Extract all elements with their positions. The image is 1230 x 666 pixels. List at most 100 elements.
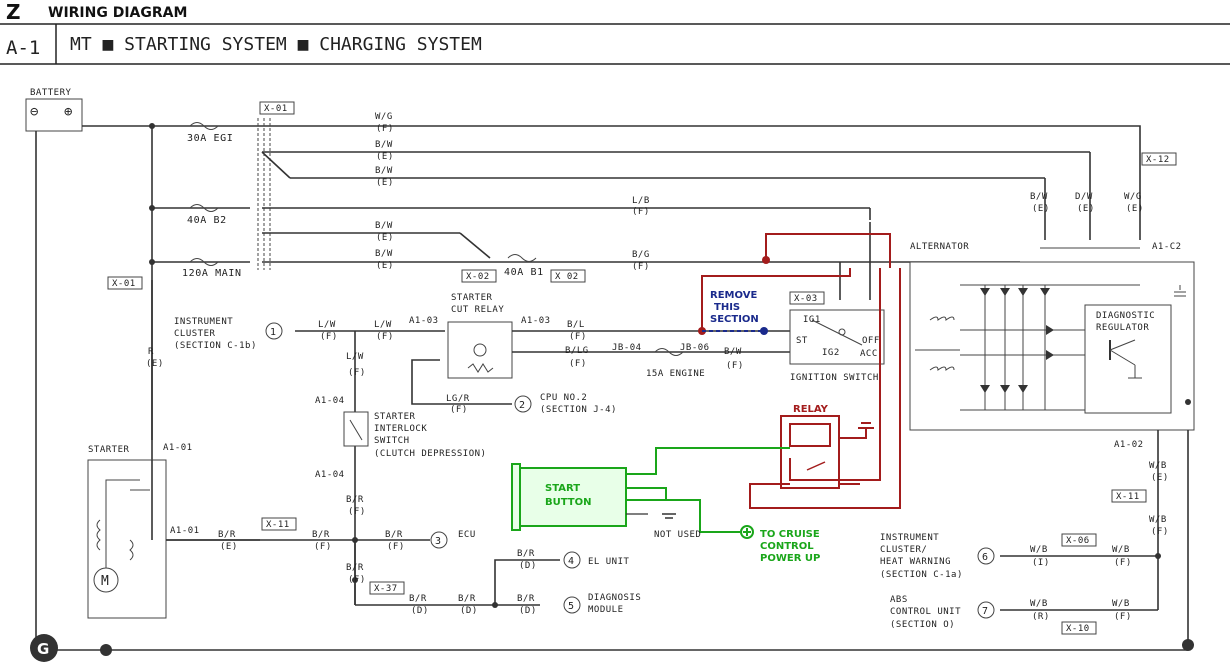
battery-minus-icon: ⊖ bbox=[30, 104, 39, 120]
wire-lw: L/W bbox=[374, 320, 392, 330]
wire-e: (E) bbox=[220, 542, 238, 552]
conn-x10: X-10 bbox=[1066, 624, 1090, 634]
wire-wb: W/B bbox=[1149, 515, 1167, 525]
wire-br: B/R bbox=[346, 495, 364, 505]
off-label: OFF bbox=[862, 336, 880, 346]
wire-labels: W/G (F) B/W (E) B/W (E) L/B (F) B/W (E) … bbox=[146, 112, 1169, 622]
wire-br: B/R bbox=[312, 530, 330, 540]
conn-x11-starter: X-11 bbox=[266, 520, 290, 530]
wire-r: (R) bbox=[1032, 612, 1050, 622]
battery: BATTERY ⊖ ⊕ bbox=[25, 88, 83, 132]
wire-lw: L/W bbox=[346, 352, 364, 362]
wire-i: (I) bbox=[1032, 558, 1050, 568]
starter-label: STARTER bbox=[88, 445, 130, 455]
inst-heat-label: HEAT WARNING bbox=[880, 557, 951, 567]
wire-f: (F) bbox=[387, 542, 405, 552]
regulator-label: REGULATOR bbox=[1096, 323, 1149, 333]
header: Z WIRING DIAGRAM A-1 MT ■ STARTING SYSTE… bbox=[0, 0, 1230, 65]
wire-bw: B/W bbox=[375, 221, 393, 231]
conn-a1-04a: A1-04 bbox=[315, 396, 345, 406]
remove-section: REMOVE THIS SECTION bbox=[702, 290, 768, 335]
green-start-button: START BUTTON TO CRUISE CONTROL POWER UP … bbox=[511, 447, 820, 564]
cruise-line-2: CONTROL bbox=[760, 541, 814, 552]
remove-line-3: SECTION bbox=[710, 314, 759, 325]
wire-f: (F) bbox=[569, 332, 587, 342]
interlock-label: (CLUTCH DEPRESSION) bbox=[374, 449, 486, 459]
battery-plus-icon: ⊕ bbox=[64, 104, 73, 120]
wire-bw: B/W bbox=[724, 347, 742, 357]
wire-f: (F) bbox=[376, 124, 394, 134]
conn-a1-01b: A1-01 bbox=[170, 526, 200, 536]
wire-d: (D) bbox=[519, 606, 537, 616]
main-wiring bbox=[33, 118, 1195, 656]
wire-wb: W/B bbox=[1030, 599, 1048, 609]
acc-label: ACC bbox=[860, 349, 878, 359]
wire-wb: W/B bbox=[1030, 545, 1048, 555]
wire-bw: B/W bbox=[1030, 192, 1048, 202]
conn-a1-01: A1-01 bbox=[163, 443, 193, 453]
wire-f: (F) bbox=[1114, 558, 1132, 568]
wire-e: (E) bbox=[1126, 204, 1144, 214]
wire-br: B/R bbox=[517, 549, 535, 559]
wire-dw: D/W bbox=[1075, 192, 1093, 202]
wire-e: (E) bbox=[376, 261, 394, 271]
wire-f: (F) bbox=[632, 262, 650, 272]
wire-e: (E) bbox=[1151, 473, 1169, 483]
remove-line-2: THIS bbox=[714, 302, 740, 313]
wire-f: (F) bbox=[450, 405, 468, 415]
node-3: 3 bbox=[435, 536, 441, 547]
wire-f: (F) bbox=[569, 359, 587, 369]
conn-jb06: JB-06 bbox=[680, 343, 710, 353]
remove-line-1: REMOVE bbox=[710, 290, 757, 301]
section-letter: Z bbox=[6, 0, 21, 24]
conn-a1-03b: A1-03 bbox=[521, 316, 551, 326]
conn-a1-c2: A1-C2 bbox=[1152, 242, 1182, 252]
diag-module-label: DIAGNOSIS bbox=[588, 593, 641, 603]
wire-e: (E) bbox=[376, 178, 394, 188]
starter-cut-relay-label: CUT RELAY bbox=[451, 305, 504, 315]
ground-badge: G bbox=[30, 634, 58, 662]
cpu-label: CPU NO.2 bbox=[540, 393, 587, 403]
wire-br: B/R bbox=[218, 530, 236, 540]
wire-e: (E) bbox=[146, 359, 164, 369]
wire-d: (D) bbox=[519, 561, 537, 571]
instrument-cluster-label: (SECTION C-1b) bbox=[174, 341, 257, 351]
interlock-label: STARTER bbox=[374, 412, 416, 422]
cpu-label: (SECTION J-4) bbox=[540, 405, 617, 415]
wire-e: (E) bbox=[1032, 204, 1050, 214]
instrument-cluster-label: INSTRUMENT bbox=[174, 317, 233, 327]
abs-label: CONTROL UNIT bbox=[890, 607, 961, 617]
fuse-b1: 40A B1 bbox=[504, 267, 544, 278]
conn-x02b: X 02 bbox=[555, 272, 579, 282]
conn-jb04: JB-04 bbox=[612, 343, 642, 353]
conn-x01-top: X-01 bbox=[264, 104, 288, 114]
starter-cut-relay-label: STARTER bbox=[451, 293, 493, 303]
wire-br: B/R bbox=[517, 594, 535, 604]
st-label: ST bbox=[796, 336, 808, 346]
ground-label: G bbox=[37, 640, 49, 658]
node-2: 2 bbox=[519, 400, 525, 411]
inst-heat-label: INSTRUMENT bbox=[880, 533, 939, 543]
wire-e: (E) bbox=[376, 233, 394, 243]
ig1-label: IG1 bbox=[803, 315, 821, 325]
fuse-b2: 40A B2 bbox=[187, 215, 227, 226]
conn-x06: X-06 bbox=[1066, 536, 1090, 546]
inst-heat-label: (SECTION C-1a) bbox=[880, 570, 963, 580]
start-button-line-2: BUTTON bbox=[545, 497, 591, 508]
instrument-cluster-label: CLUSTER bbox=[174, 329, 216, 339]
wire-e: (E) bbox=[1077, 204, 1095, 214]
fuse-main: 120A MAIN bbox=[182, 268, 242, 279]
conn-a1-03a: A1-03 bbox=[409, 316, 439, 326]
wire-e: (E) bbox=[376, 152, 394, 162]
wire-br: B/R bbox=[458, 594, 476, 604]
conn-x12: X-12 bbox=[1146, 155, 1170, 165]
wire-f: (F) bbox=[320, 332, 338, 342]
wire-br: B/R bbox=[409, 594, 427, 604]
conn-a1-04b: A1-04 bbox=[315, 470, 345, 480]
conn-a1-02: A1-02 bbox=[1114, 440, 1144, 450]
red-relay-mod: RELAY bbox=[698, 233, 901, 509]
wire-f: (F) bbox=[1114, 612, 1132, 622]
relay-label: RELAY bbox=[793, 404, 829, 415]
